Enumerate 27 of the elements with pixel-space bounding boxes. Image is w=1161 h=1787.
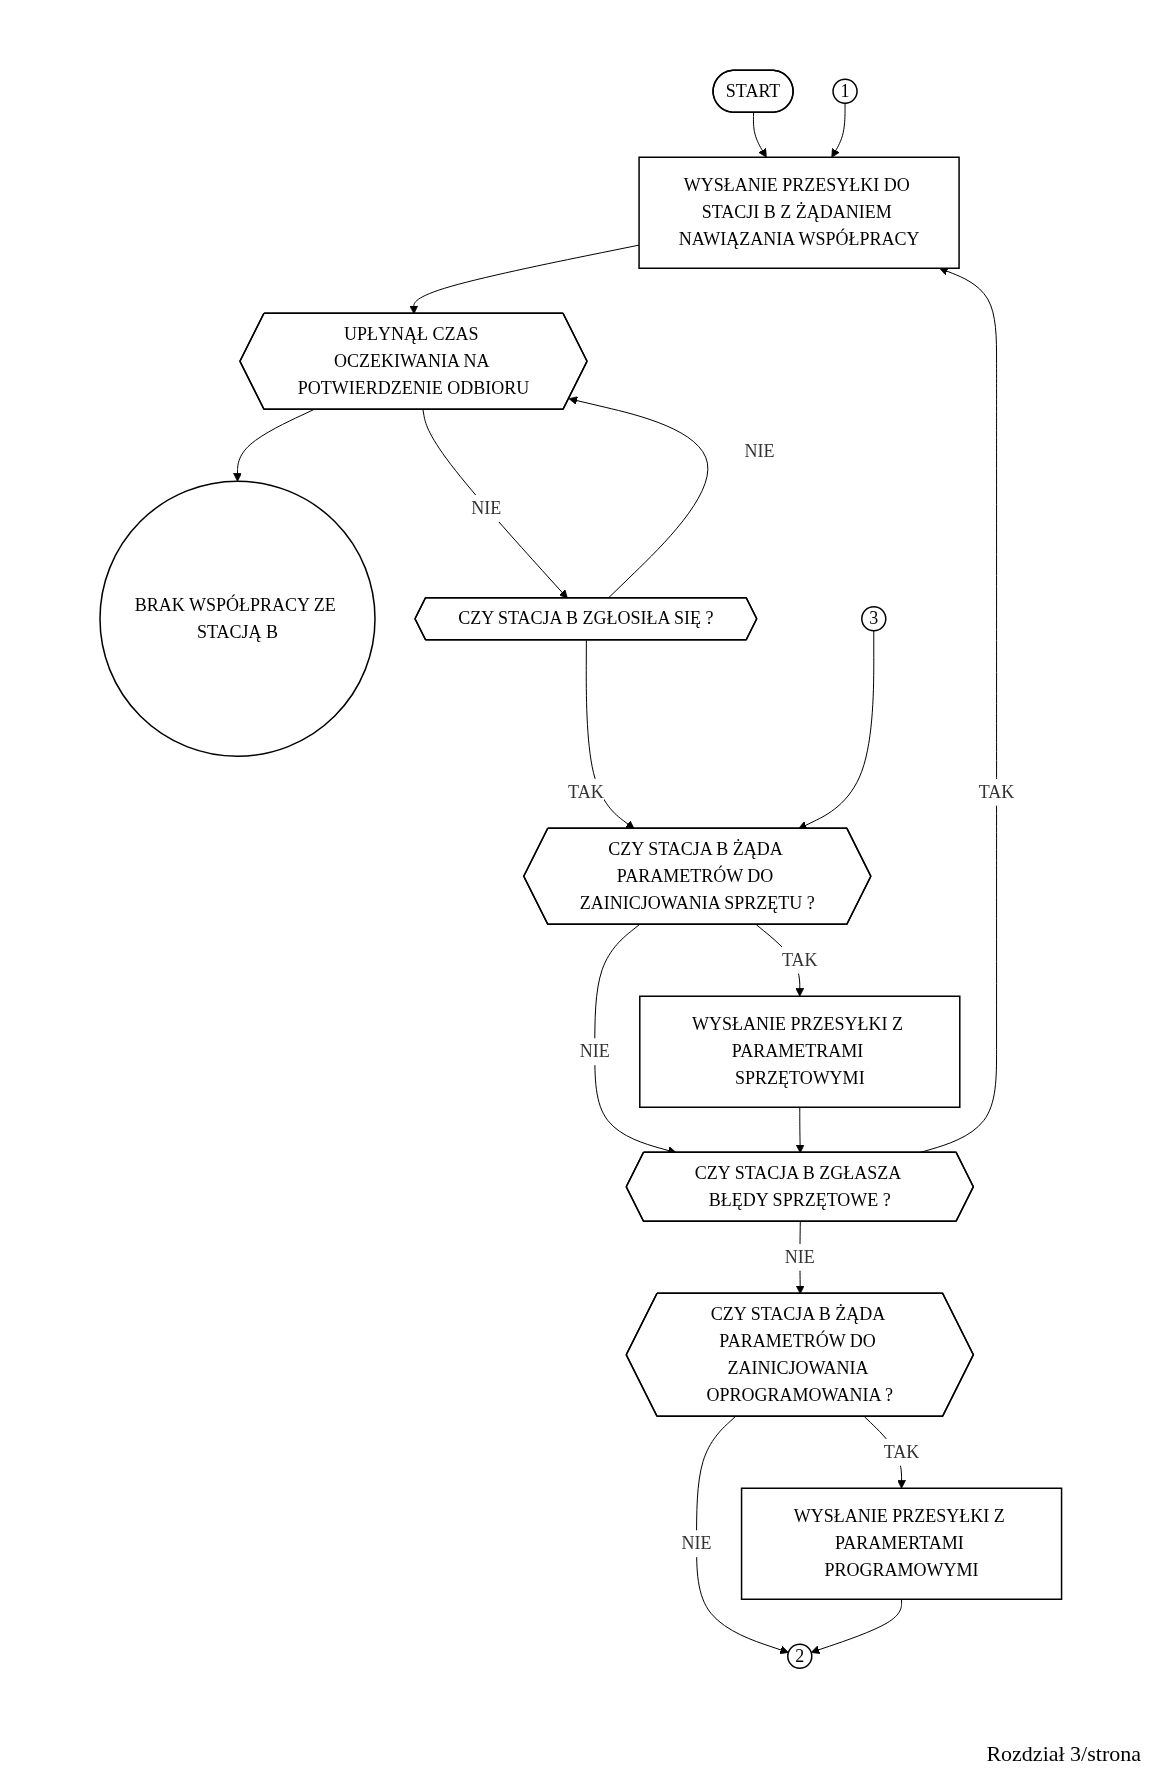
edge-label: TAK (567, 781, 604, 802)
edge-label: TAK (883, 1441, 920, 1462)
node-circle: 1 (832, 78, 858, 104)
edge-label: TAK (781, 949, 818, 970)
edge-label: NIE (470, 497, 501, 518)
arrow (422, 409, 568, 599)
arrow (810, 1598, 902, 1654)
arrow (752, 112, 767, 158)
arrow (831, 102, 846, 158)
arrow (795, 1106, 805, 1154)
arrow (695, 1416, 789, 1655)
edge-label: NIE (579, 1041, 610, 1062)
arrow (797, 630, 874, 830)
page-note: Rozdział 3/strona (986, 1741, 1141, 1767)
edge-label: TAK (978, 781, 1015, 802)
arrow (568, 396, 708, 599)
edge-label: NIE (681, 1533, 712, 1554)
node-circle: BRAK WSPÓŁPRACY ZE STACJĄ B (98, 480, 376, 757)
edge-label: NIE (784, 1246, 815, 1267)
node-box: WYSŁANIE PRZESYŁKI Z PARAMERTAMI PROGRAMOWYMI (740, 1487, 1063, 1600)
arrow (585, 639, 635, 830)
arrow (232, 409, 314, 482)
node-box: WYSŁANIE PRZESYŁKI DO STACJI B Z ŻĄDANIEM NAWIĄZANIA WSPÓŁPRACY (638, 156, 960, 269)
node-circle: 3 (860, 606, 887, 632)
node-circle: 2 (786, 1643, 813, 1669)
edge-label: NIE (744, 440, 775, 461)
node-box: WYSŁANIE PRZESYŁKI Z PARAMETRAMI SPRZĘTOWYMI (638, 995, 961, 1108)
